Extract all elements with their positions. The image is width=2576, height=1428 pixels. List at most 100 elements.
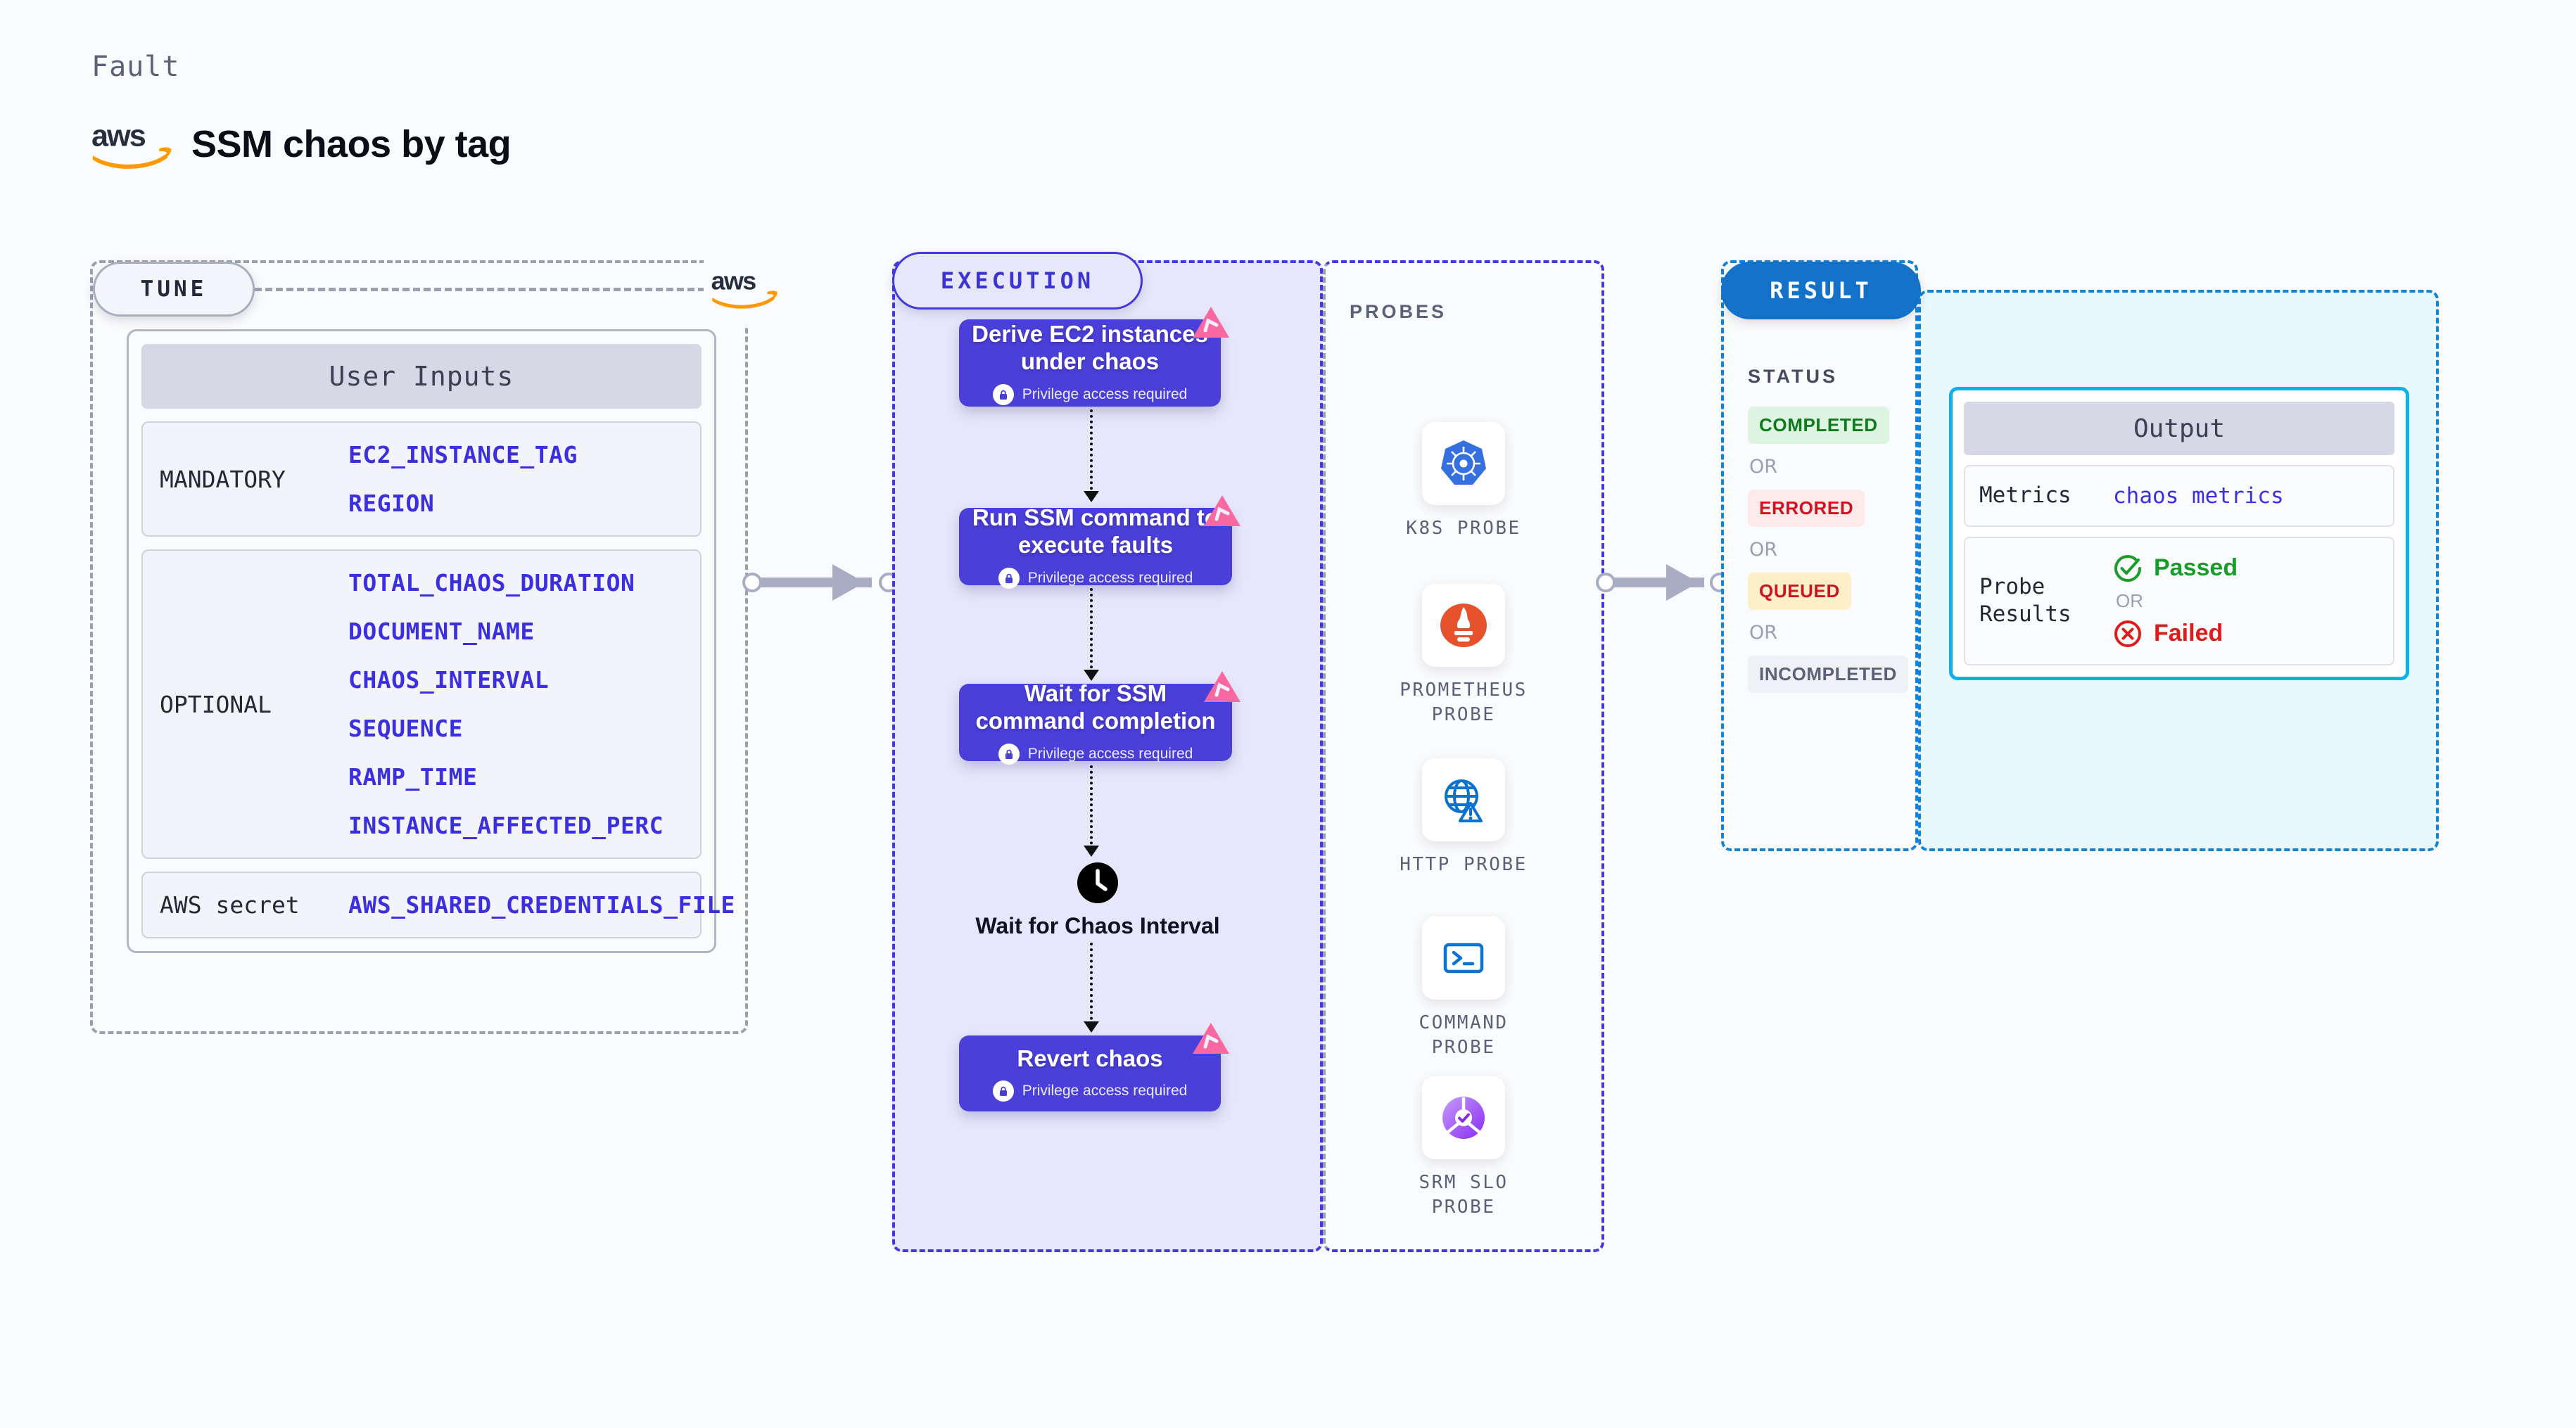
metrics-value[interactable]: chaos metrics [2113, 483, 2284, 509]
probe-item-k8s[interactable]: K8S PROBE [1386, 422, 1541, 541]
input-var[interactable]: CHAOS_INTERVAL [348, 666, 550, 694]
probe-label: HTTP PROBE [1400, 854, 1528, 875]
status-list: COMPLETED OR ERRORED OR QUEUED OR INCOMP… [1748, 407, 1910, 693]
probe-item-command[interactable]: COMMAND PROBE [1386, 917, 1541, 1060]
input-var[interactable]: DOCUMENT_NAME [348, 618, 535, 645]
http-globe-warning-icon [1422, 758, 1505, 841]
privilege-note: Privilege access required [992, 383, 1188, 405]
metrics-label: Metrics [1979, 483, 2071, 508]
probe-label: SRM SLO PROBE [1419, 1172, 1509, 1218]
or-separator: OR [1749, 539, 1778, 561]
x-circle-icon [2114, 620, 2141, 647]
user-inputs-card: User Inputs MANDATORY EC2_INSTANCE_TAG R… [127, 329, 735, 953]
probe-results-values: Passed OR Failed [2113, 554, 2238, 649]
litmus-chaos-icon [1191, 305, 1231, 340]
srm-slo-icon [1422, 1076, 1505, 1159]
aws-logo-icon: aws [90, 118, 173, 170]
privilege-text: Privilege access required [1022, 385, 1188, 402]
page-title-row: aws SSM chaos by tag [90, 118, 512, 170]
status-badge-queued: QUEUED [1748, 573, 1851, 610]
aws-provider-icon: aws [704, 252, 785, 325]
input-group-optional: OPTIONAL TOTAL_CHAOS_DURATION DOCUMENT_N… [141, 549, 702, 859]
output-row-probe-results: Probe Results Passed OR Failed [1964, 536, 2394, 665]
flow-arrow [1084, 765, 1099, 857]
privilege-text: Privilege access required [1027, 569, 1193, 586]
input-var[interactable]: REGION [348, 490, 435, 517]
probe-item-http[interactable]: HTTP PROBE [1386, 758, 1541, 877]
input-var-list: TOTAL_CHAOS_DURATION DOCUMENT_NAME CHAOS… [348, 569, 664, 839]
litmus-chaos-icon [1203, 494, 1242, 529]
privilege-text: Privilege access required [1027, 745, 1193, 762]
probe-label: COMMAND PROBE [1419, 1012, 1509, 1059]
probes-title: PROBES [1350, 301, 1447, 322]
probe-result-failed: Failed [2113, 619, 2238, 649]
user-inputs-header: User Inputs [141, 344, 702, 409]
privilege-text: Privilege access required [1022, 1083, 1188, 1099]
execution-node[interactable]: Revert chaos Privilege access required [959, 1023, 1229, 1111]
input-group-mandatory: MANDATORY EC2_INSTANCE_TAG REGION [141, 421, 702, 537]
prometheus-icon [1422, 584, 1505, 667]
check-circle-icon [2114, 554, 2141, 582]
privilege-note: Privilege access required [998, 743, 1193, 765]
execution-node[interactable]: Run SSM command to execute faults Privil… [959, 495, 1241, 589]
input-var[interactable]: TOTAL_CHAOS_DURATION [348, 569, 635, 597]
node-title: Derive EC2 instances under chaos [972, 321, 1208, 374]
probe-item-srm-slo[interactable]: SRM SLO PROBE [1386, 1076, 1541, 1220]
input-group-label: OPTIONAL [160, 690, 272, 718]
terminal-icon [1422, 917, 1505, 1000]
status-badge-errored: ERRORED [1748, 490, 1865, 527]
connector-execution-to-result [1596, 564, 1730, 601]
clock-icon [1077, 862, 1119, 904]
lock-icon [998, 743, 1020, 765]
node-title: Revert chaos [1017, 1045, 1163, 1071]
input-var[interactable]: EC2_INSTANCE_TAG [348, 441, 578, 468]
execution-node[interactable]: Derive EC2 instances under chaos Privile… [959, 307, 1229, 407]
privilege-note: Privilege access required [998, 567, 1193, 589]
tune-pill[interactable]: TUNE [93, 262, 255, 317]
flow-arrow [1084, 943, 1099, 1033]
execution-pill[interactable]: EXECUTION [892, 252, 1143, 310]
input-var-list: EC2_INSTANCE_TAG REGION [348, 441, 578, 517]
status-title: STATUS [1748, 366, 1838, 387]
connector-tune-to-execution [742, 564, 899, 601]
wait-for-chaos-interval-step[interactable]: Wait for Chaos Interval [975, 862, 1220, 939]
probe-result-passed: Passed [2113, 554, 2238, 583]
probe-results-label: Probe Results [1979, 573, 2071, 627]
output-header: Output [1964, 402, 2394, 455]
flow-arrow [1084, 409, 1099, 502]
page-title: SSM chaos by tag [191, 123, 512, 165]
tune-connector-dash [255, 288, 726, 291]
input-var[interactable]: AWS_SHARED_CREDENTIALS_FILE [348, 891, 735, 919]
result-panel [1721, 260, 1918, 851]
or-separator: OR [1749, 622, 1778, 644]
input-var[interactable]: SEQUENCE [348, 715, 463, 742]
probe-item-prometheus[interactable]: PROMETHEUS PROBE [1386, 584, 1541, 727]
execution-node[interactable]: Wait for SSM command completion Privileg… [959, 671, 1241, 765]
wait-step-label: Wait for Chaos Interval [975, 913, 1220, 938]
input-var[interactable]: RAMP_TIME [348, 763, 478, 791]
lock-icon [992, 1080, 1014, 1102]
input-group-label: MANDATORY [160, 465, 286, 493]
kubernetes-icon [1422, 422, 1505, 505]
passed-label: Passed [2154, 554, 2238, 582]
input-group-aws-secret: AWS secret AWS_SHARED_CREDENTIALS_FILE [141, 872, 735, 938]
input-group-label: AWS secret [160, 891, 300, 919]
node-title: Wait for SSM command completion [975, 680, 1216, 734]
output-row-metrics: Metrics chaos metrics [1964, 465, 2394, 527]
result-pill[interactable]: RESULT [1721, 262, 1921, 319]
input-var-list: AWS_SHARED_CREDENTIALS_FILE [348, 891, 735, 919]
input-var[interactable]: INSTANCE_AFFECTED_PERC [348, 812, 664, 839]
or-separator: OR [2116, 589, 2143, 611]
svg-text:aws: aws [91, 119, 146, 153]
probe-label: K8S PROBE [1406, 518, 1521, 539]
flow-arrow [1084, 588, 1099, 681]
or-separator: OR [1749, 456, 1778, 478]
lock-icon [992, 383, 1014, 405]
lock-icon [998, 567, 1020, 589]
probe-label: PROMETHEUS PROBE [1400, 680, 1528, 726]
fault-kicker: Fault [91, 51, 180, 83]
svg-text:aws: aws [711, 267, 756, 295]
privilege-note: Privilege access required [992, 1080, 1188, 1102]
status-badge-incompleted: INCOMPLETED [1748, 656, 1908, 693]
